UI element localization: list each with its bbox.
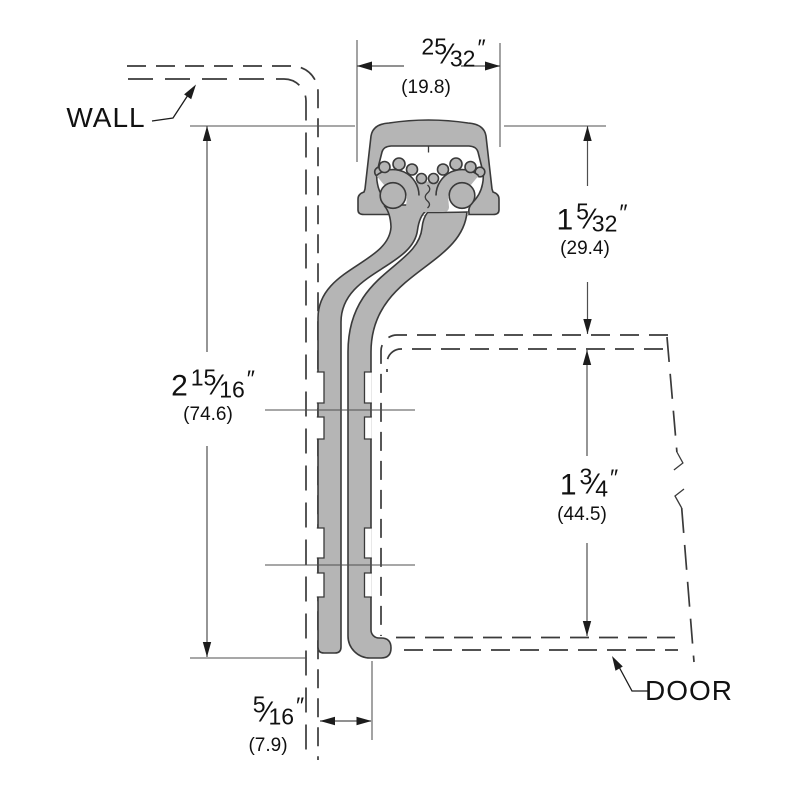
dim-door-leaf-height-metric: (44.5) [557, 504, 607, 525]
door-leaf [347, 211, 468, 659]
knuckle [379, 181, 407, 210]
break-symbol [674, 488, 685, 509]
mesh-seam [424, 184, 431, 209]
wall-leaf-slots [316, 371, 325, 598]
door-leader-arrow [612, 656, 623, 671]
dim-overall-height-metric: (74.6) [183, 404, 233, 425]
door-leader [617, 664, 648, 692]
gear-teeth [378, 157, 477, 185]
wall-outline [127, 65, 319, 760]
leader-lines [151, 84, 648, 692]
dim-wall-to-door-gap-metric: (7.9) [248, 735, 288, 756]
extension-lines [190, 40, 606, 740]
break-symbol [673, 451, 684, 471]
dimension-lines [202, 61, 592, 726]
door-outline [380, 334, 695, 663]
wall-leader [151, 91, 191, 122]
dim-hinge-cap-width-metric: (19.8) [401, 77, 451, 98]
dim-wall-to-door-gap: 5⁄16″ [252, 691, 304, 730]
wall-leaf [317, 204, 428, 654]
dim-hinge-cap-width: 25⁄32″ [421, 33, 485, 72]
gear-mesh [375, 146, 480, 212]
dim-top-to-door-face-metric: (29.4) [560, 238, 610, 259]
knuckle [448, 181, 476, 210]
hinge-leaves [316, 204, 468, 659]
door-leaf-slots [363, 371, 372, 598]
wall-leader-arrow [184, 84, 196, 100]
door-label: DOOR [645, 675, 733, 706]
wall-label: WALL [66, 102, 146, 133]
